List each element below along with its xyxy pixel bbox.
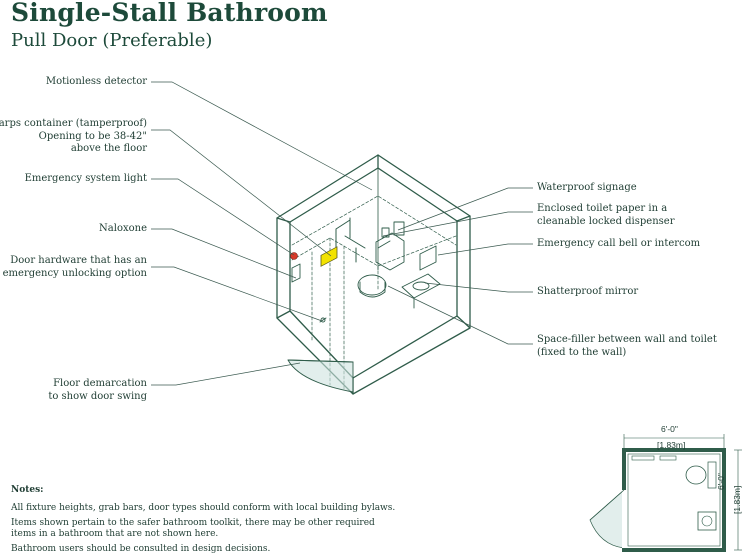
floor-plan <box>589 434 742 552</box>
note-3: Bathroom users should be consulted in de… <box>11 544 271 554</box>
toilet <box>357 232 405 298</box>
grab-bars <box>335 217 366 263</box>
label-naloxone: Naloxone <box>99 223 147 234</box>
note-1: All fixture heights, grab bars, door typ… <box>11 503 396 513</box>
label-floor-line1: Floor demarcation <box>53 378 147 389</box>
label-space-filler-line1: Space-filler between wall and toilet <box>537 334 717 345</box>
label-toilet-paper: Enclosed toilet paper in a cleanable loc… <box>537 203 674 228</box>
plan-depth-ft: 6'-0" <box>716 473 726 490</box>
label-sharps-line2: Opening to be 38-42" <box>38 130 147 142</box>
label-sharps-line3: above the floor <box>70 143 147 154</box>
label-emergency-light: Emergency system light <box>24 173 147 184</box>
wall-items <box>291 221 441 323</box>
note-2-line2: items in a bathroom that are not shown h… <box>11 529 219 539</box>
label-waterproof-signage: Waterproof signage <box>537 182 637 193</box>
label-space-filler: Space-filler between wall and toilet (fi… <box>537 334 717 359</box>
label-floor-line2: to show door swing <box>48 390 147 402</box>
label-sharps-container: Sharps container (tamperproof) Opening t… <box>0 118 147 156</box>
room-walls <box>276 154 471 395</box>
door-swing <box>287 359 354 393</box>
label-toilet-paper-line2: cleanable locked dispenser <box>537 215 675 227</box>
label-sharps-line1: Sharps container (tamperproof) <box>0 118 147 129</box>
label-door-hardware: Door hardware that has an emergency unlo… <box>3 255 147 280</box>
note-2: Items shown pertain to the safer bathroo… <box>11 518 411 540</box>
page-title: Single-Stall Bathroom <box>11 0 328 27</box>
plan-depth-m: [1.83m] <box>732 485 742 514</box>
label-call-bell: Emergency call bell or intercom <box>537 238 701 249</box>
leader-lines <box>151 81 533 386</box>
label-shatterproof-mirror: Shatterproof mirror <box>537 286 639 297</box>
sharps-container <box>320 246 338 267</box>
label-toilet-paper-line1: Enclosed toilet paper in a <box>537 203 668 214</box>
note-2-line1: Items shown pertain to the safer bathroo… <box>11 518 375 528</box>
plan-width-m: [1.83m] <box>657 440 686 450</box>
label-space-filler-line2: (fixed to the wall) <box>537 346 627 358</box>
label-door-hardware-line2: emergency unlocking option <box>2 267 147 279</box>
label-motionless-detector: Motionless detector <box>45 76 147 87</box>
page-subtitle: Pull Door (Preferable) <box>11 30 213 51</box>
plan-width-ft: 6'-0" <box>661 424 678 434</box>
label-floor-demarcation: Floor demarcation to show door swing <box>48 378 147 403</box>
notes-section: Notes: All fixture heights, grab bars, d… <box>11 485 411 559</box>
label-door-hardware-line1: Door hardware that has an <box>10 255 147 266</box>
notes-heading: Notes: <box>11 485 44 495</box>
